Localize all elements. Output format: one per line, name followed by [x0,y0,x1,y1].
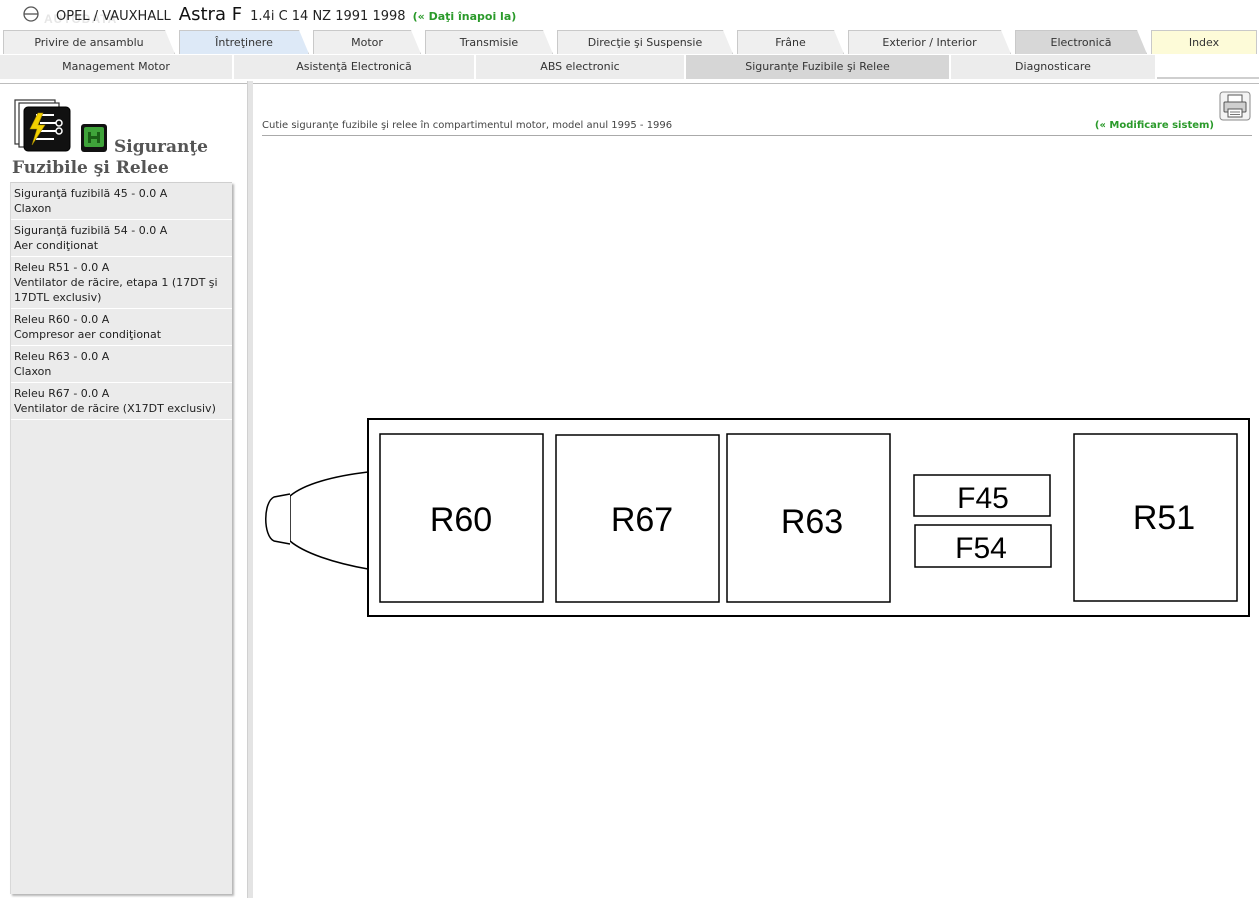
section-title-line2: Fuzibile şi Relee [12,158,169,178]
list-item-r67[interactable]: Releu R67 - 0.0 A Ventilator de răcire (… [11,383,232,420]
list-item-name: Releu R60 - 0.0 A [14,313,110,326]
fuse-box-diagram: R60 R67 R63 F45 F54 R51 [265,418,1250,617]
header: AUTODATA OPEL / VAUXHALL Astra F 1.4i C … [0,0,1259,30]
panel-separator[interactable] [247,81,253,898]
list-item-r51[interactable]: Releu R51 - 0.0 A Ventilator de răcire, … [11,257,232,309]
list-item-desc: Ventilator de răcire (X17DT exclusiv) [14,402,216,415]
component-list: Siguranţă fuzibilă 45 - 0.0 A Claxon Sig… [10,182,232,894]
list-item-f45[interactable]: Siguranţă fuzibilă 45 - 0.0 A Claxon [11,183,232,220]
list-item-name: Siguranţă fuzibilă 45 - 0.0 A [14,187,168,200]
tab-brakes[interactable]: Frâne [737,30,844,54]
relay-r60[interactable]: R60 [379,433,544,603]
relay-r63-label: R63 [781,503,843,541]
tab-index[interactable]: Index [1151,30,1257,54]
tab-exterior-interior[interactable]: Exterior / Interior [848,30,1011,54]
subtab-engine-management[interactable]: Management Motor [0,55,234,79]
tab-steering-suspension[interactable]: Direcţie şi Suspensie [557,30,733,54]
list-item-desc: Ventilator de răcire, etapa 1 (17DT şi 1… [14,276,218,304]
tab-overview[interactable]: Privire de ansamblu [3,30,175,54]
connector-housing [289,471,369,570]
fuse-f54[interactable]: F54 [914,524,1052,568]
tab-transmission[interactable]: Transmisie [425,30,553,54]
fuse-f45[interactable]: F45 [913,474,1051,517]
tab-divider [0,83,1259,84]
vehicle-spec: 1.4i C 14 NZ 1991 1998 [250,9,406,24]
diagram-caption: Cutie siguranţe fuzibile şi relee în com… [262,120,673,131]
tab-electronics[interactable]: Electronică [1015,30,1147,54]
list-item-r60[interactable]: Releu R60 - 0.0 A Compresor aer condiţio… [11,309,232,346]
subtab-abs[interactable]: ABS electronic [476,55,686,79]
fuse-f54-label: F54 [955,532,1007,565]
connector-plug [265,493,291,545]
tab-engine[interactable]: Motor [313,30,421,54]
caption-divider [262,135,1252,136]
main-tabs: Privire de ansamblu Întreţinere Motor Tr… [0,30,1259,84]
relay-r67-label: R67 [611,501,673,539]
relay-r51-label: R51 [1133,499,1195,537]
subtab-diagnostics[interactable]: Diagnosticare [951,55,1157,79]
list-item-name: Siguranţă fuzibilă 54 - 0.0 A [14,224,168,237]
vehicle-make: OPEL / VAUXHALL [56,9,171,24]
sidebar: Siguranţe Fuzibile şi Relee Siguranţă fu… [0,81,248,898]
relay-r67[interactable]: R67 [555,434,720,603]
vehicle-model: Astra F [178,4,243,25]
fuse-box-icon [14,99,71,152]
modify-system-link[interactable]: (« Modificare sistem) [1094,120,1214,131]
list-item-desc: Compresor aer condiţionat [14,328,162,341]
main-content: Cutie siguranţe fuzibile şi relee în com… [254,81,1259,898]
subtab-fuses-relays[interactable]: Siguranţe Fuzibile şi Relee [686,55,951,79]
list-item-name: Releu R51 - 0.0 A [14,261,110,274]
printer-icon[interactable] [1219,91,1251,121]
section-title-line1: Siguranţe [114,137,208,157]
list-item-name: Releu R63 - 0.0 A [14,350,110,363]
opel-logo-icon [23,6,39,22]
list-item-desc: Claxon [14,365,52,378]
relay-r63[interactable]: R63 [726,433,891,603]
relay-r51[interactable]: R51 [1073,433,1238,602]
fuse-f45-label: F45 [957,482,1009,515]
relay-icon [81,124,107,152]
watermark: AUTODATA [44,12,118,26]
tab-maintenance[interactable]: Întreţinere [179,30,309,54]
section-title: Siguranţe Fuzibile şi Relee [12,137,242,179]
list-item-f54[interactable]: Siguranţă fuzibilă 54 - 0.0 A Aer condiţ… [11,220,232,257]
list-item-r63[interactable]: Releu R63 - 0.0 A Claxon [11,346,232,383]
list-item-desc: Aer condiţionat [14,239,99,252]
relay-r60-label: R60 [430,501,492,539]
sub-tabs: Management Motor Asistenţă Electronică A… [0,55,1259,79]
subtab-electronic-assistance[interactable]: Asistenţă Electronică [234,55,476,79]
list-item-name: Releu R67 - 0.0 A [14,387,110,400]
vehicle-title: OPEL / VAUXHALL Astra F 1.4i C 14 NZ 199… [56,4,516,25]
back-link[interactable]: (« Daţi înapoi la) [412,10,517,23]
list-item-desc: Claxon [14,202,52,215]
